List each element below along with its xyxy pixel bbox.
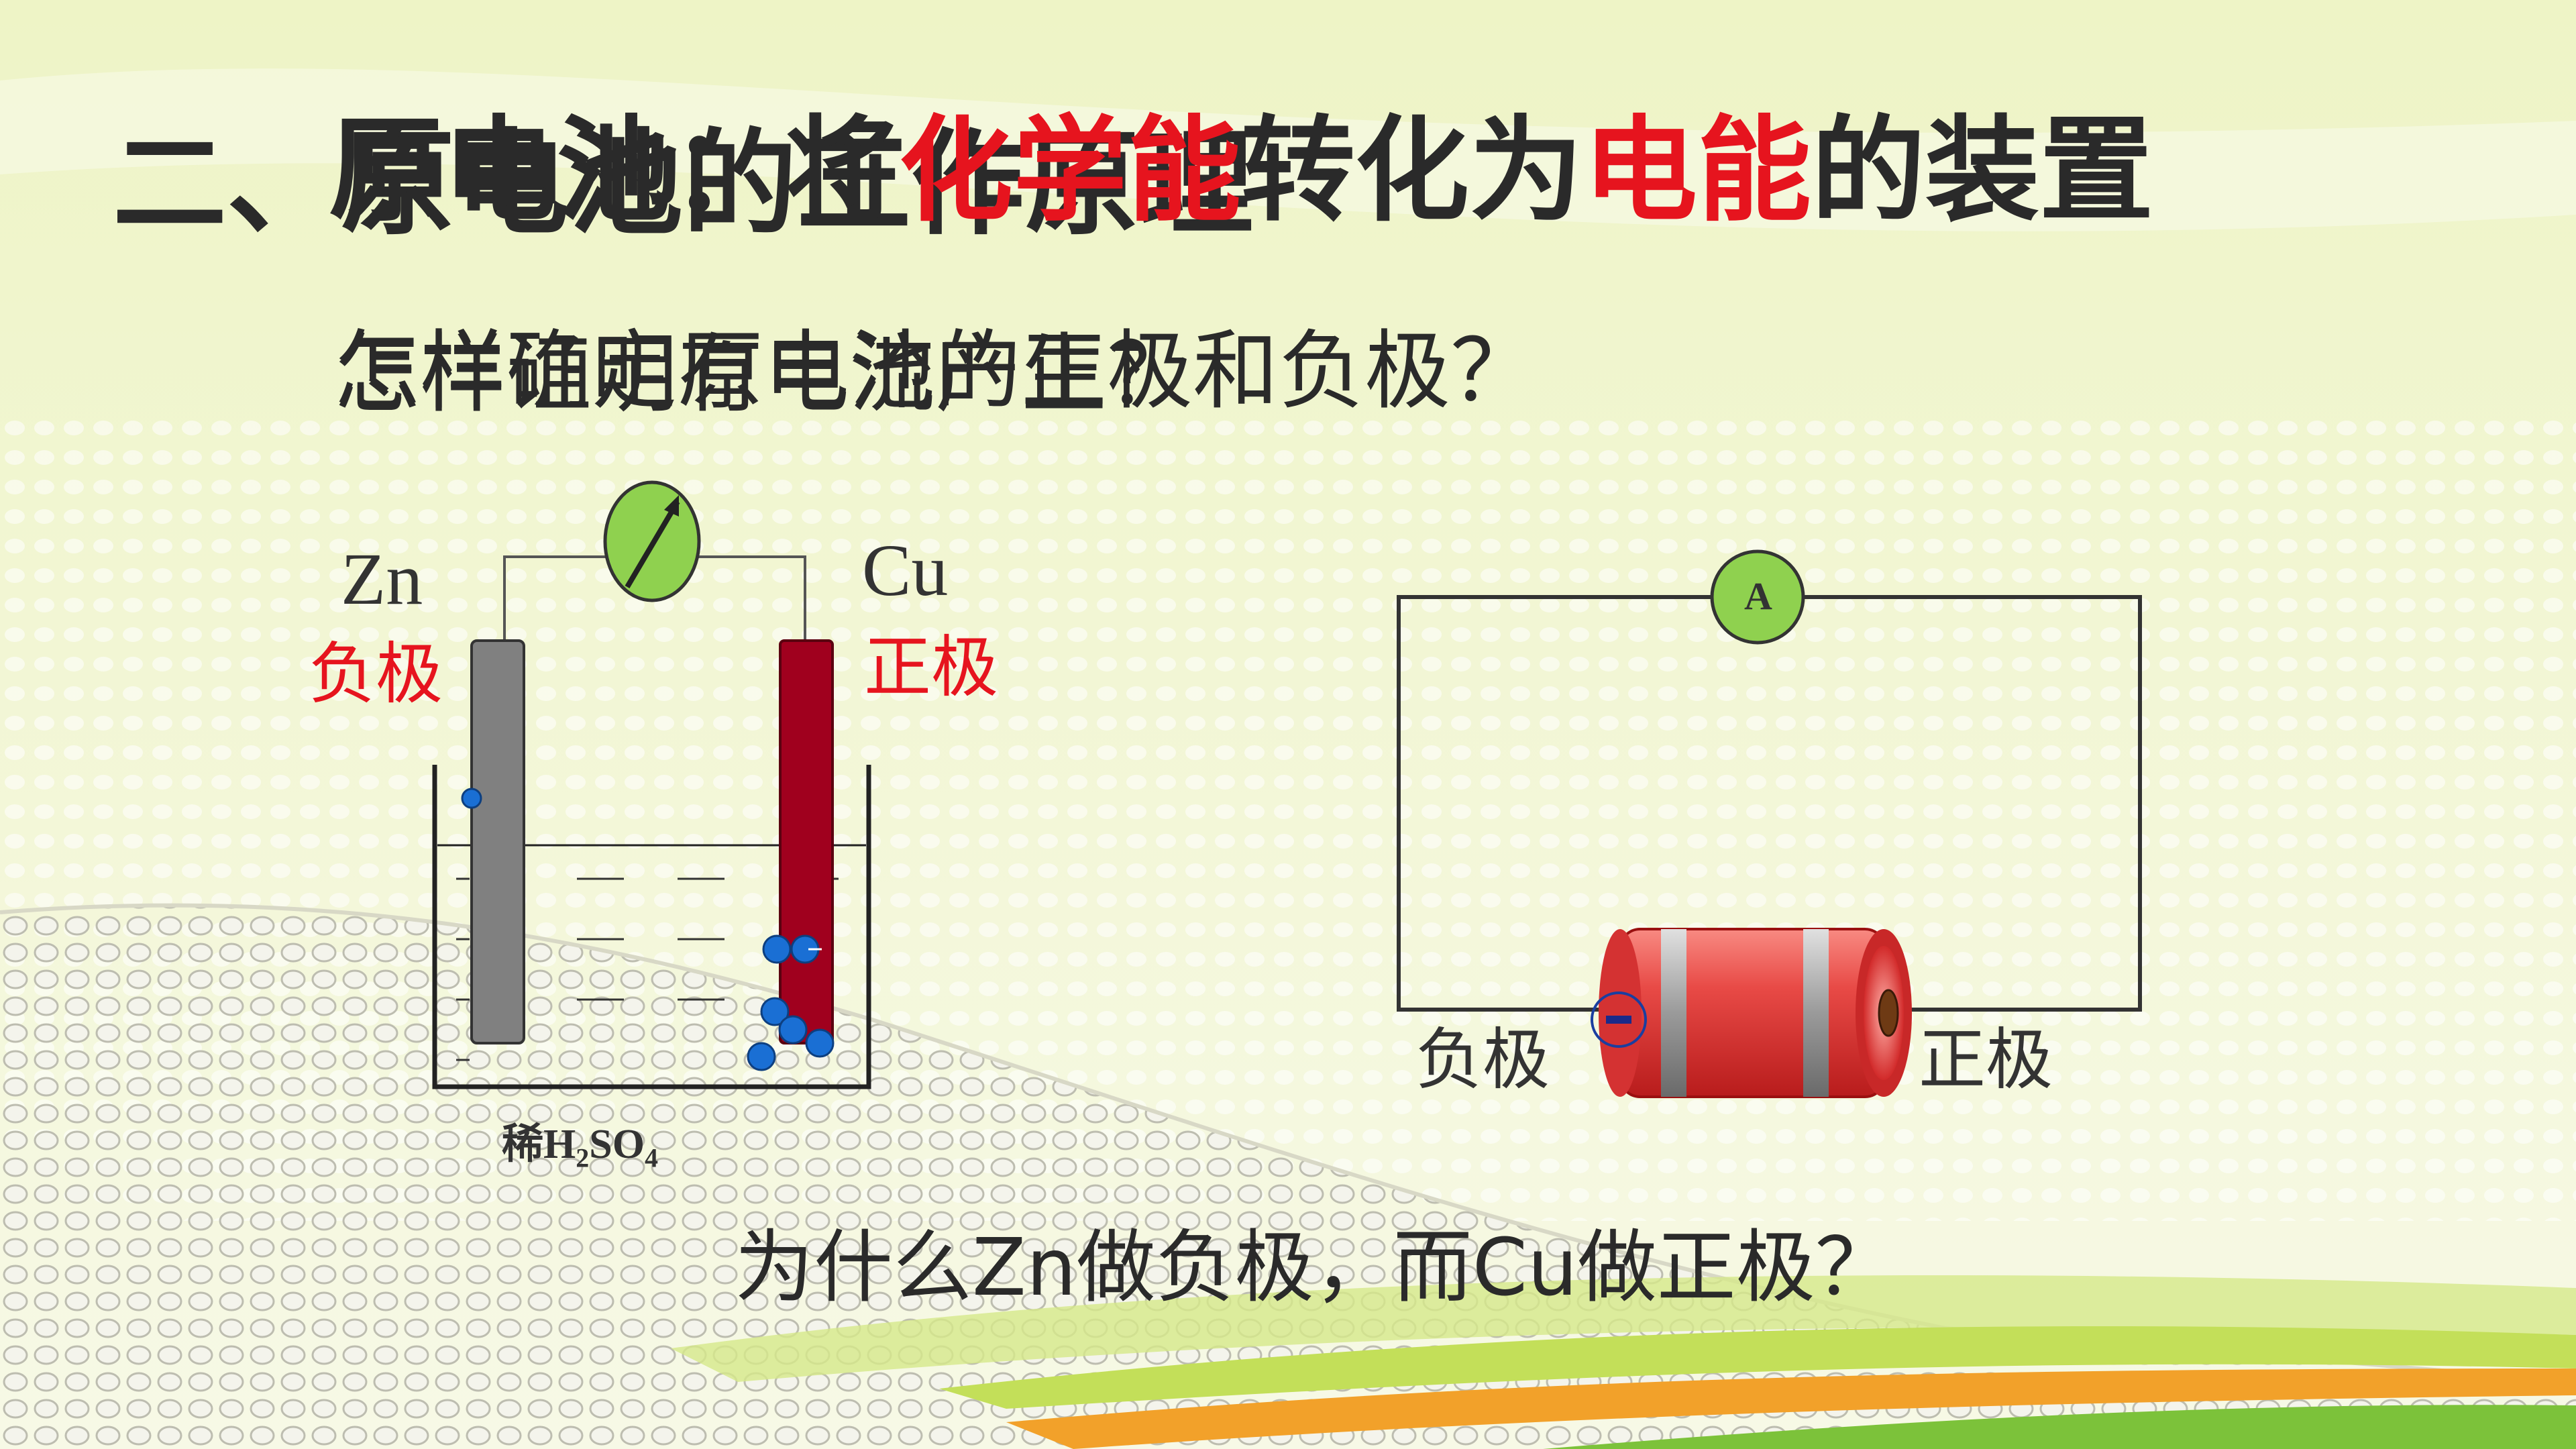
question-layer-2: 怎样证明有电流产生？ <box>334 325 1193 425</box>
circuit-wire-right <box>1714 595 2142 1012</box>
bottom-question: 为什么Zn做负极，而Cu做正极？ <box>735 1221 1894 1313</box>
electrolyte-prefix: 稀 <box>502 1122 544 1167</box>
title-layer-1-text: 二、原电池的工作原理 <box>113 118 1254 251</box>
minus-sign-icon <box>1606 1016 1631 1024</box>
bubble <box>461 788 482 809</box>
title-layer-2-part-c: 转化为 <box>1241 105 1584 237</box>
ammeter-icon <box>1710 549 1805 645</box>
beaker <box>432 765 871 1089</box>
battery-circuit <box>1397 549 2142 1098</box>
title-layer-2-chemical-energy: 化学能 <box>899 105 1242 237</box>
cu-role-label: 正极 <box>864 628 998 706</box>
cu-label: Cu <box>862 529 949 611</box>
battery-negative-label: 负极 <box>1415 1020 1550 1099</box>
title-layer-2: 原电池：将化学能转化为电能的装置 <box>329 114 2153 228</box>
hydrogen-bubbles <box>747 934 835 1071</box>
wire-right <box>694 555 806 641</box>
title-layer-1: 二、原电池的工作原理 <box>113 127 1253 241</box>
electrolyte-sub4: 4 <box>644 1142 658 1173</box>
electrolyte-h: H <box>543 1122 576 1167</box>
electrolyte-label: 稀H2SO4 <box>502 1124 658 1171</box>
galvanic-cell <box>432 480 871 1089</box>
battery-positive-label: 正极 <box>1919 1020 2053 1099</box>
question-layer-1: 怎样确定原电池的正极和负极？ <box>334 321 1537 421</box>
zn-label: Zn <box>341 538 423 620</box>
battery-icon <box>1591 928 1912 1098</box>
title-layer-2-electric-energy: 电能 <box>1583 105 1812 237</box>
circuit-wire-left <box>1397 595 1714 1012</box>
wire-left <box>503 555 634 641</box>
galvanometer-icon <box>603 480 701 602</box>
ammeter-label: A <box>1744 574 1772 618</box>
electrolyte-sub2: 2 <box>576 1142 590 1173</box>
title-layer-2-part-e: 的装置 <box>1811 105 2154 237</box>
zn-role-label: 负极 <box>309 635 443 713</box>
title-layer-2-part-a: 原电池：将 <box>329 105 900 237</box>
electrolyte-so: SO <box>589 1122 645 1167</box>
minus-terminal-ring <box>1591 991 1647 1048</box>
zinc-electrode <box>470 639 525 1044</box>
copper-electrode <box>779 639 834 1044</box>
